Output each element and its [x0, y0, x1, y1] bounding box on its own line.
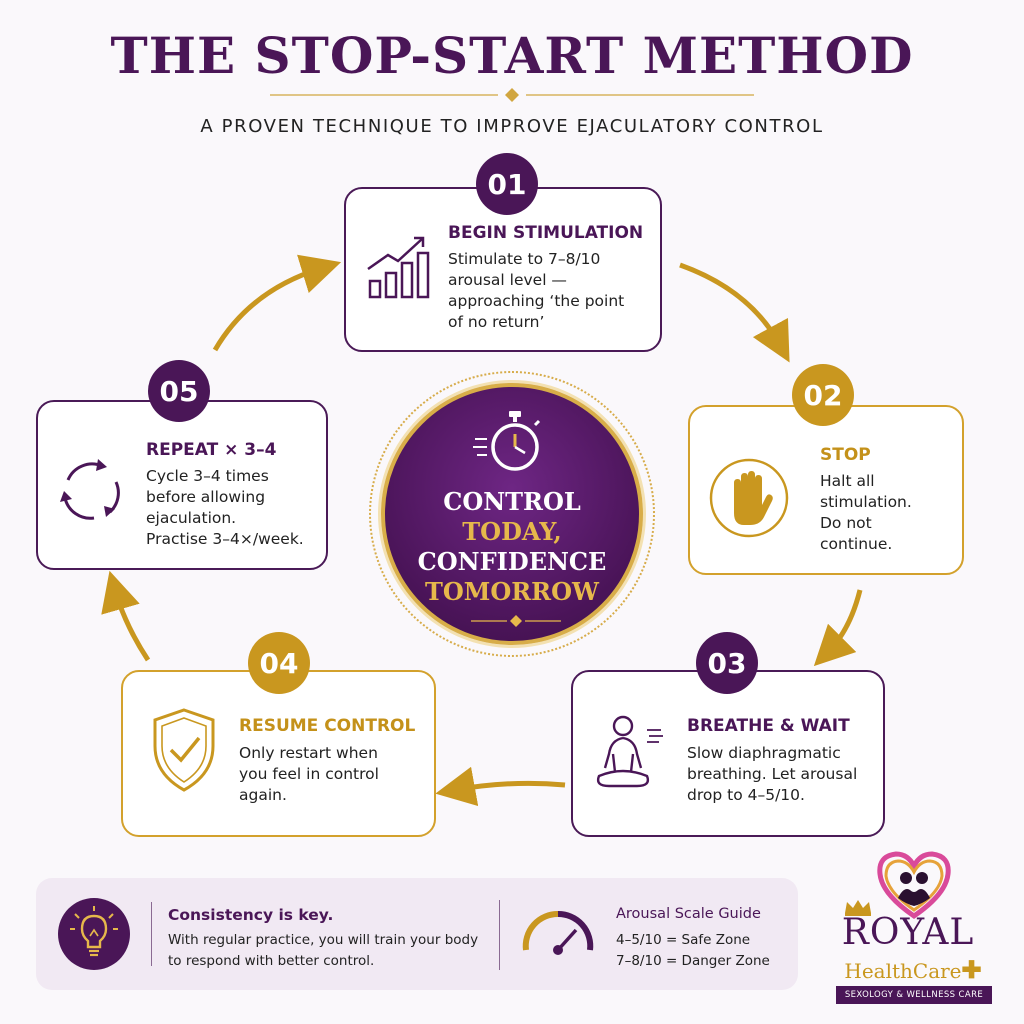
arrow-04-to-05 [101, 570, 151, 662]
arrow-01-to-02 [679, 262, 790, 363]
arrow-02-to-03 [813, 589, 863, 667]
step-number-04: 04 [248, 632, 310, 694]
gauge-icon [518, 896, 598, 972]
rising-bar-chart-icon [366, 233, 430, 303]
page-title: THE STOP-START METHOD [110, 26, 914, 85]
step-title: STOP [820, 445, 871, 465]
step-number-02: 02 [792, 364, 854, 426]
step-number-05: 05 [148, 360, 210, 422]
center-line-4: TOMORROW [425, 577, 599, 606]
footer-divider [499, 900, 500, 970]
step-number-01: 01 [476, 153, 538, 215]
meditation-icon [593, 714, 665, 794]
plus-icon: ✚ [961, 955, 982, 984]
step-title: REPEAT × 3–4 [146, 440, 277, 460]
page-subtitle: A PROVEN TECHNIQUE TO IMPROVE EJACULATOR… [200, 116, 824, 137]
arrow-03-to-04 [435, 766, 566, 807]
logo-subname: HealthCare✚ [844, 955, 982, 984]
tip-line-1: With regular practice, you will train yo… [168, 932, 479, 948]
center-line-1: CONTROL [443, 487, 581, 516]
center-badge: CONTROL TODAY, CONFIDENCE TOMORROW [381, 383, 643, 645]
center-dotted-ring [369, 371, 655, 657]
cycle-arrows-icon [54, 454, 128, 528]
tip-line-2: to respond with better control. [168, 953, 375, 969]
center-ornament [471, 615, 561, 627]
step-title: BREATHE & WAIT [687, 716, 850, 736]
step-title: BEGIN STIMULATION [448, 223, 644, 243]
lightbulb-icon [58, 898, 130, 970]
step-number-03: 03 [696, 632, 758, 694]
center-line-2: TODAY, [462, 517, 562, 546]
stop-hand-icon [708, 457, 790, 539]
shield-check-icon [149, 706, 219, 796]
footer-panel: Consistency is key. With regular practic… [36, 878, 798, 990]
heart-logo-icon [877, 851, 951, 920]
center-line-3: CONFIDENCE [417, 547, 607, 576]
scale-line-2: 7–8/10 = Danger Zone [616, 953, 770, 969]
footer-divider [151, 902, 152, 966]
step-title: RESUME CONTROL [239, 716, 416, 736]
stopwatch-icon [473, 409, 553, 475]
title-divider [270, 88, 754, 102]
crown-icon [845, 900, 871, 916]
tip-title: Consistency is key. [168, 906, 334, 924]
scale-title: Arousal Scale Guide [616, 906, 761, 922]
scale-line-1: 4–5/10 = Safe Zone [616, 932, 751, 948]
arrow-05-to-01 [212, 254, 342, 352]
logo-name: ROYAL [841, 912, 975, 953]
logo-tagline: SEXOLOGY & WELLNESS CARE [836, 986, 992, 1004]
